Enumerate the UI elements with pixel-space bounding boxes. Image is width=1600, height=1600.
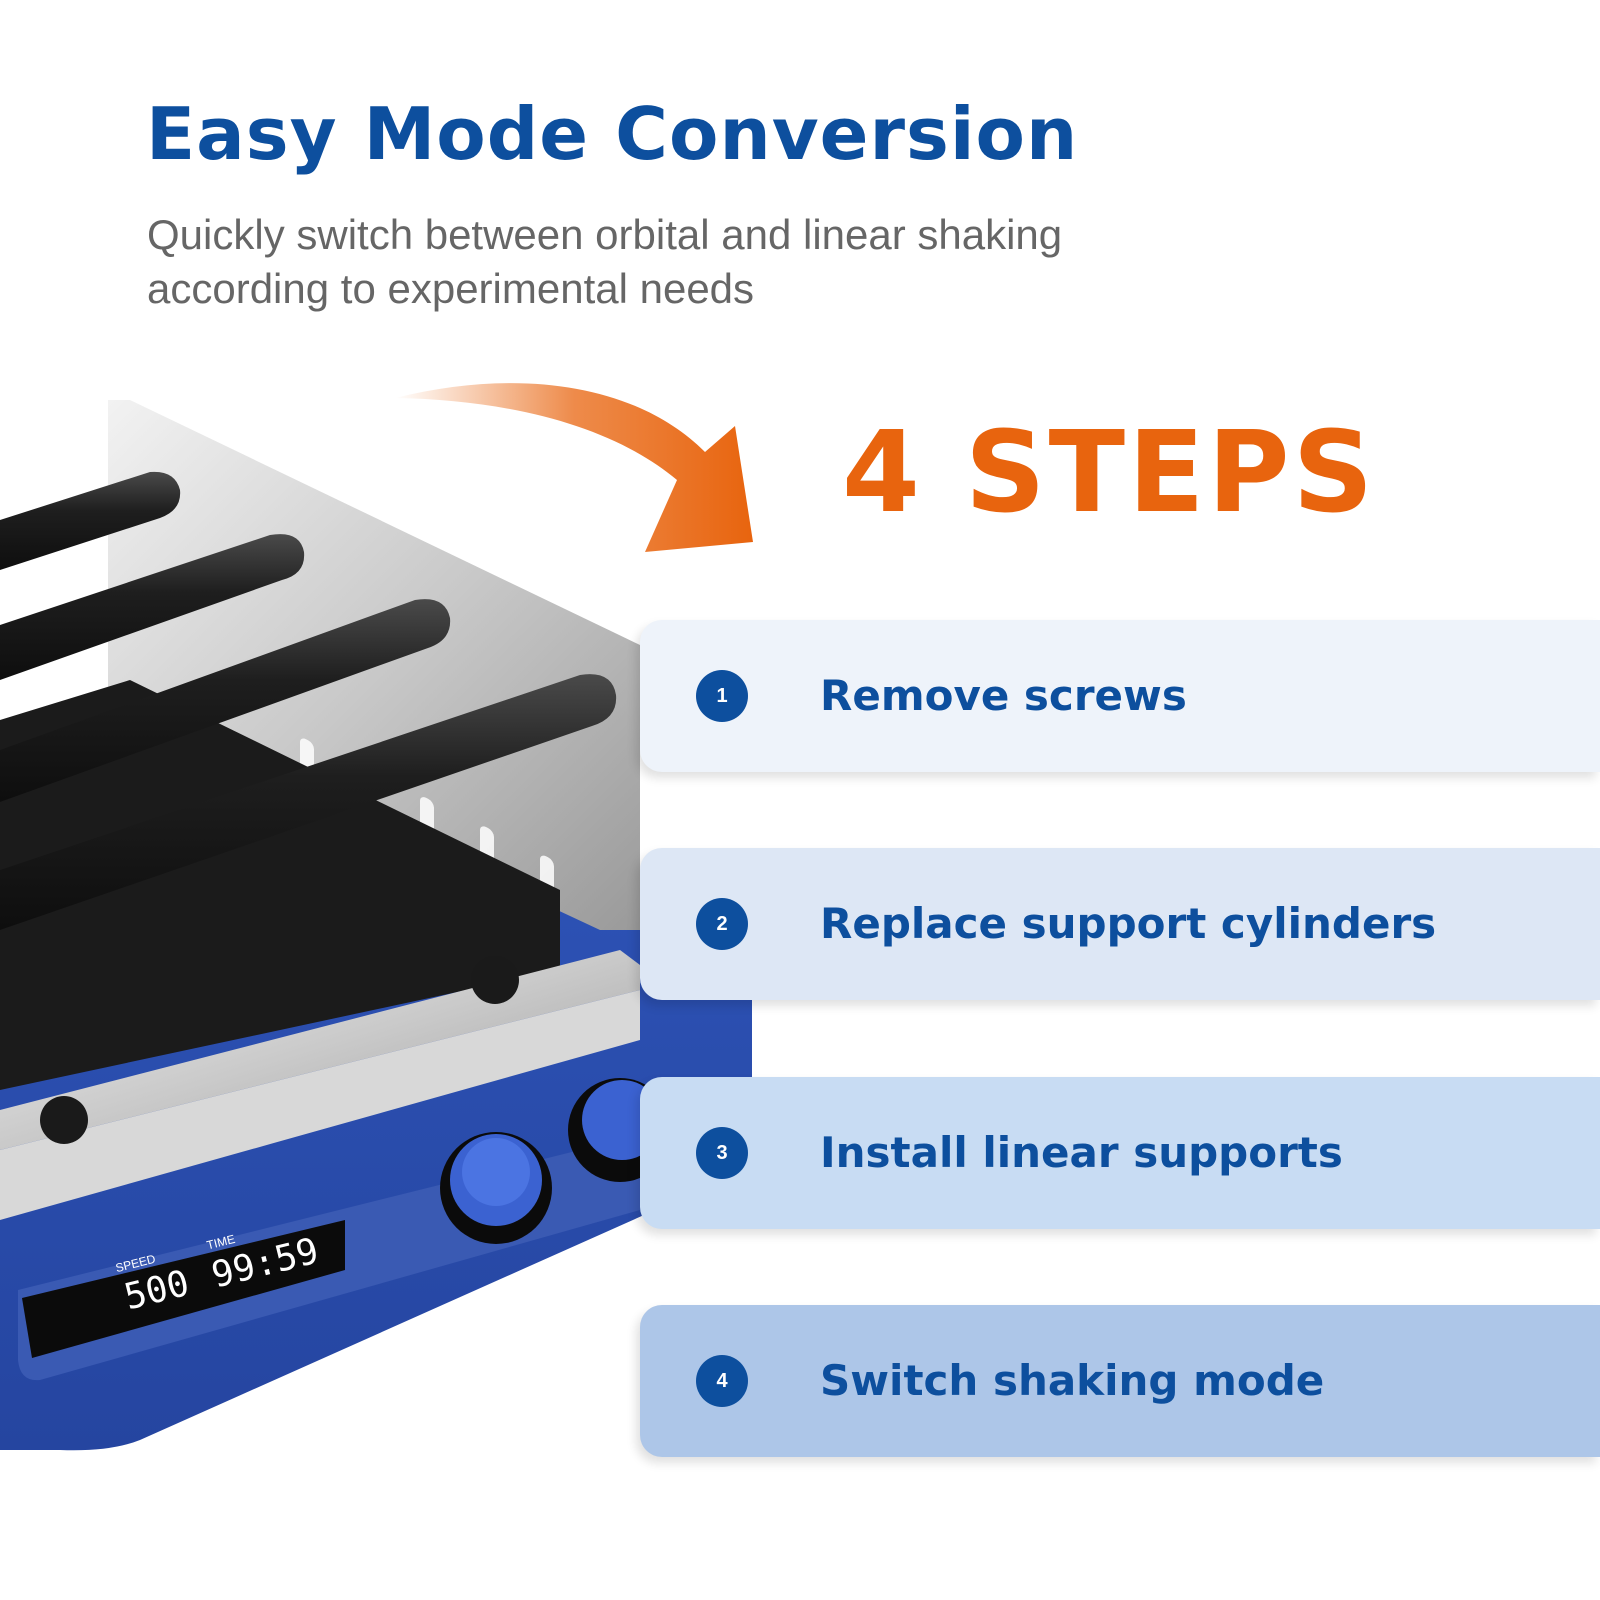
step-label: Install linear supports [820,1128,1343,1177]
subtitle-line-1: Quickly switch between orbital and linea… [147,211,1063,258]
step-label: Remove screws [820,671,1187,720]
step-number-badge: 4 [696,1355,748,1407]
subtitle-line-2: according to experimental needs [147,265,755,312]
page-subtitle: Quickly switch between orbital and linea… [147,208,1247,316]
step-card-1: 1 Remove screws [640,620,1600,772]
step-card-3: 3 Install linear supports [640,1077,1600,1229]
step-card-2: 2 Replace support cylinders [640,848,1600,1000]
step-number-badge: 2 [696,898,748,950]
curved-arrow-icon [395,383,753,552]
shaker-device-illustration [0,400,752,1451]
page-title: Easy Mode Conversion [146,92,1079,176]
step-number-badge: 3 [696,1127,748,1179]
step-card-4: 4 Switch shaking mode [640,1305,1600,1457]
steps-heading: 4 STEPS [842,408,1377,538]
step-label: Replace support cylinders [820,899,1437,948]
step-label: Switch shaking mode [820,1356,1325,1405]
step-number-badge: 1 [696,670,748,722]
display-time-label: TIME [205,1231,237,1253]
